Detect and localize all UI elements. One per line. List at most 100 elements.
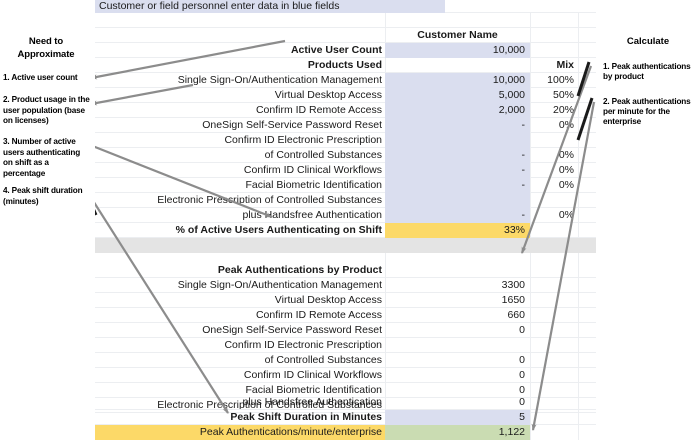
peak-product-value: 0 <box>519 395 525 408</box>
left-note-active-user-count: 1. Active user count <box>3 73 78 82</box>
peak-product-row: Confirm ID Clinical Workflows 0 <box>95 368 596 383</box>
right-note-peak-auth-by-product: 1. Peak authentications by product <box>603 62 691 81</box>
peak-product-row: Single Sign-On/Authentication Management… <box>95 278 596 293</box>
product-mix: 100% <box>547 73 574 86</box>
product-row: Confirm ID Clinical Workflows - 0% <box>95 162 596 178</box>
product-label: Electronic Prescription of Controlled Su… <box>157 193 382 206</box>
section-separator-band <box>95 238 596 253</box>
product-mix: 0% <box>558 118 574 131</box>
product-label: OneSign Self-Service Password Reset <box>202 118 382 131</box>
product-row: OneSign Self-Service Password Reset - 0% <box>95 117 596 133</box>
peak-auth-per-minute-value: 1,122 <box>385 424 530 440</box>
product-label: Virtual Desktop Access <box>274 88 382 101</box>
blue-fields-banner: Customer or field personnel enter data i… <box>95 0 445 13</box>
products-used-label: Products Used <box>307 58 382 71</box>
product-label: Single Sign-On/Authentication Management <box>177 73 382 86</box>
peak-product-label: OneSign Self-Service Password Reset <box>202 323 382 336</box>
peak-product-label: Confirm ID Electronic Prescription <box>224 338 382 351</box>
peak-product-label: Facial Biometric Identification <box>245 383 382 396</box>
product-value-input[interactable]: 10,000 <box>385 72 530 88</box>
product-value-input[interactable]: 2,000 <box>385 102 530 118</box>
peak-product-value: 660 <box>507 308 525 321</box>
peak-product-label: plus Handsfree Authentication <box>242 395 382 408</box>
peak-product-row: Facial Biometric Identification 0 <box>95 383 596 398</box>
peak-product-label: Confirm ID Remote Access <box>255 308 382 321</box>
product-row: Electronic Prescription of Controlled Su… <box>95 192 596 208</box>
product-mix: 0% <box>558 148 574 161</box>
peak-product-label: of Controlled Substances <box>264 353 382 366</box>
peak-auth-per-minute-row: Peak Authentications/minute/enterprise 1… <box>95 424 596 440</box>
right-panel-title: Calculate <box>626 36 670 47</box>
product-row: of Controlled Substances - 0% <box>95 147 596 163</box>
peak-product-row: Confirm ID Remote Access 660 <box>95 308 596 323</box>
product-label: plus Handsfree Authentication <box>242 208 382 221</box>
calculate-panel: Calculate 1. Peak authentications by pro… <box>596 0 700 440</box>
pct-active-users-label: % of Active Users Authenticating on Shif… <box>175 223 382 236</box>
left-note-peak-shift-duration: 4. Peak shift duration (minutes) <box>3 186 83 206</box>
mix-header: Mix <box>556 58 574 71</box>
product-value-input[interactable] <box>385 132 530 148</box>
product-row: Facial Biometric Identification - 0% <box>95 177 596 193</box>
peak-product-value: 1650 <box>501 293 525 306</box>
product-row: Confirm ID Electronic Prescription <box>95 132 596 148</box>
product-mix: 20% <box>552 103 574 116</box>
customer-name-header-row: Customer Name <box>95 28 596 43</box>
product-label: Confirm ID Clinical Workflows <box>243 163 382 176</box>
product-mix: 50% <box>552 88 574 101</box>
active-user-count-row: Active User Count 10,000 <box>95 42 596 58</box>
product-mix: 0% <box>558 163 574 176</box>
peak-product-value: 0 <box>519 353 525 366</box>
product-value-input[interactable] <box>385 192 530 208</box>
left-note-active-users-pct: 3. Number of active users authenticating… <box>3 137 81 178</box>
product-row: Confirm ID Remote Access 2,000 20% <box>95 102 596 118</box>
need-to-approximate-panel: Need to Approximate 1. Active user count… <box>0 0 95 440</box>
active-user-count-input[interactable]: 10,000 <box>385 42 530 58</box>
blank-row <box>95 13 596 28</box>
product-mix: 0% <box>558 208 574 221</box>
product-value-input[interactable]: 5,000 <box>385 87 530 103</box>
product-value-input[interactable]: - <box>385 147 530 163</box>
product-row: Virtual Desktop Access 5,000 50% <box>95 87 596 103</box>
peak-product-row: Confirm ID Electronic Prescription <box>95 338 596 353</box>
left-note-product-usage: 2. Product usage in the user population … <box>3 95 90 125</box>
peak-product-value: 0 <box>519 383 525 396</box>
product-label: Facial Biometric Identification <box>245 178 382 191</box>
peak-auth-header-row: Peak Authentications by Product <box>95 263 596 278</box>
customer-name-header: Customer Name <box>417 28 498 41</box>
product-label: Confirm ID Remote Access <box>255 103 382 116</box>
right-note-peak-auth-per-minute: 2. Peak authentications per minute for t… <box>603 97 691 126</box>
peak-product-row: of Controlled Substances 0 <box>95 353 596 368</box>
product-label: Confirm ID Electronic Prescription <box>224 133 382 146</box>
peak-product-value: 0 <box>519 323 525 336</box>
peak-shift-duration-label: Peak Shift Duration in Minutes <box>230 410 382 423</box>
product-label: of Controlled Substances <box>264 148 382 161</box>
peak-product-label: Virtual Desktop Access <box>274 293 382 306</box>
peak-auth-header: Peak Authentications by Product <box>217 263 382 276</box>
peak-product-row: OneSign Self-Service Password Reset 0 <box>95 323 596 338</box>
banner-tail <box>445 0 596 13</box>
product-mix: 0% <box>558 178 574 191</box>
spreadsheet-grid: Customer or field personnel enter data i… <box>95 0 596 440</box>
products-used-header-row: Products Used Mix <box>95 58 596 73</box>
peak-shift-duration-input[interactable]: 5 <box>385 409 530 425</box>
product-row: Single Sign-On/Authentication Management… <box>95 72 596 88</box>
product-row: plus Handsfree Authentication - 0% <box>95 207 596 223</box>
product-value-input[interactable]: - <box>385 162 530 178</box>
active-user-count-label: Active User Count <box>290 43 382 56</box>
product-value-input[interactable]: - <box>385 207 530 223</box>
pct-active-users-input[interactable]: 33% <box>385 222 530 238</box>
product-mix <box>530 193 578 208</box>
left-panel-title-line2: Approximate <box>17 49 75 60</box>
product-value-input[interactable]: - <box>385 117 530 133</box>
pct-active-users-row: % of Active Users Authenticating on Shif… <box>95 222 596 238</box>
peak-product-row: Virtual Desktop Access 1650 <box>95 293 596 308</box>
peak-product-value: 0 <box>519 368 525 381</box>
peak-product-value: 3300 <box>501 278 525 291</box>
product-value-input[interactable]: - <box>385 177 530 193</box>
peak-auth-per-minute-label: Peak Authentications/minute/enterprise <box>95 424 385 440</box>
product-mix <box>530 133 578 148</box>
peak-product-label: Confirm ID Clinical Workflows <box>243 368 382 381</box>
peak-product-value <box>385 338 530 353</box>
left-panel-title-line1: Need to <box>28 36 64 47</box>
